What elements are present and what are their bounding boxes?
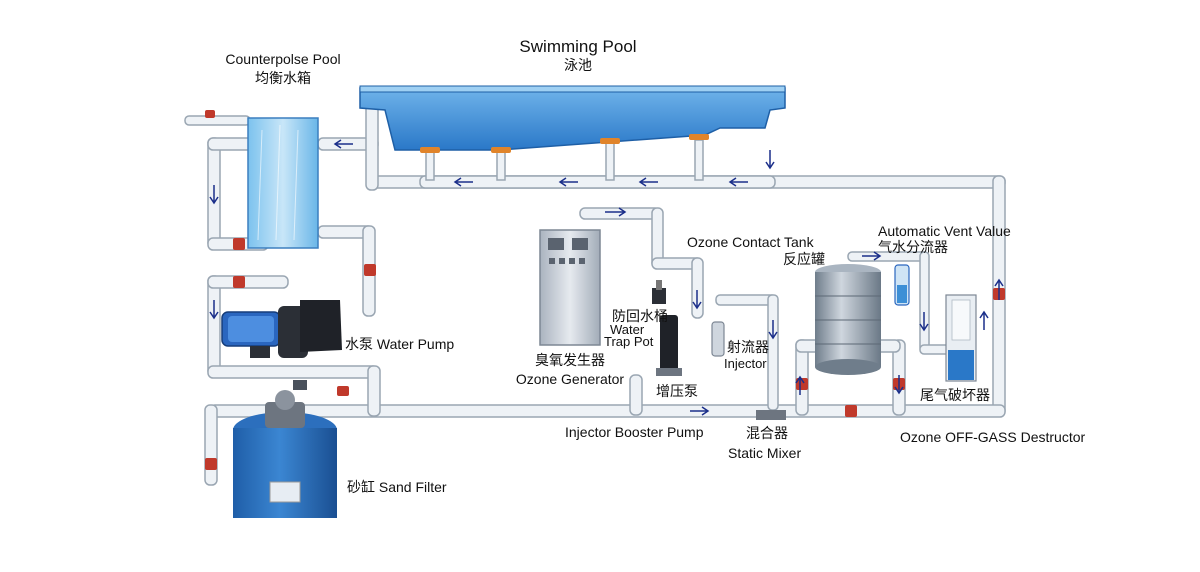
pipe bbox=[629, 374, 643, 416]
water-trap-pot bbox=[652, 280, 666, 304]
arrow bbox=[558, 177, 578, 187]
sand-filter-label: 砂缸 Sand Filter bbox=[347, 479, 447, 495]
destructor-label-en: Ozone OFF-GASS Destructor bbox=[900, 429, 1085, 445]
valve bbox=[364, 264, 376, 276]
arrow bbox=[862, 251, 882, 261]
pipe bbox=[767, 294, 779, 411]
ozone-generator-label-en: Ozone Generator bbox=[516, 371, 625, 387]
arrow bbox=[638, 177, 658, 187]
pipe bbox=[715, 294, 777, 306]
automatic-vent bbox=[894, 264, 910, 306]
destructor-label-cn: 尾气破坏器 bbox=[920, 387, 990, 403]
injector-label-cn: 射流器 bbox=[727, 339, 769, 355]
pipe bbox=[207, 275, 221, 377]
pipe bbox=[605, 139, 615, 181]
static-mixer-label-cn: 混合器 bbox=[746, 425, 788, 441]
valve bbox=[845, 405, 857, 417]
pipe bbox=[207, 365, 379, 379]
arrow bbox=[765, 150, 775, 170]
contact-tank-label-cn: 反应罐 bbox=[783, 251, 825, 267]
counterpoise-pool bbox=[247, 117, 319, 249]
arrow bbox=[209, 300, 219, 320]
arrow bbox=[453, 177, 473, 187]
booster-pump-label-cn: 增压泵 bbox=[656, 383, 698, 399]
water-pump bbox=[221, 300, 342, 358]
swimming-pool-label-cn: 泳池 bbox=[564, 57, 592, 73]
valve bbox=[337, 386, 349, 396]
pipe bbox=[365, 99, 379, 191]
valve bbox=[233, 238, 245, 250]
valve bbox=[205, 458, 217, 470]
arrow bbox=[690, 406, 710, 416]
flow-arrows bbox=[209, 139, 1004, 416]
water-trap-label-cn: 防回水桶 bbox=[612, 308, 668, 324]
counterpoise-label-en: Counterpolse Pool bbox=[225, 51, 340, 67]
arrow bbox=[919, 312, 929, 332]
water-trap-label-en1: Water bbox=[610, 322, 645, 337]
valves bbox=[205, 110, 1005, 470]
ozone-generator bbox=[539, 229, 601, 346]
ozone-generator-label-cn: 臭氧发生器 bbox=[535, 352, 605, 368]
arrow bbox=[692, 290, 702, 310]
injector-label-en: Injector bbox=[724, 356, 767, 371]
pipe bbox=[204, 404, 218, 486]
pipe bbox=[496, 149, 506, 181]
arrow bbox=[979, 310, 989, 330]
pipe bbox=[691, 257, 704, 319]
ozone-offgas-destructor bbox=[945, 294, 977, 382]
contact-tank-label-en: Ozone Contact Tank bbox=[687, 234, 815, 250]
pipe bbox=[919, 251, 930, 353]
vent-label-en: Automatic Vent Value bbox=[878, 223, 1011, 239]
pipe bbox=[425, 149, 435, 181]
arrow bbox=[209, 185, 219, 205]
labels: Swimming Pool 泳池 Counterpolse Pool 均衡水箱 … bbox=[225, 37, 1085, 495]
booster-pump-label-en: Injector Booster Pump bbox=[565, 424, 704, 440]
injector-booster-pump bbox=[656, 315, 682, 376]
swimming-pool-label-en: Swimming Pool bbox=[519, 37, 636, 56]
injector bbox=[711, 321, 725, 357]
arrow bbox=[894, 375, 904, 395]
pipe bbox=[209, 404, 1006, 418]
arrow bbox=[605, 207, 627, 217]
pipe bbox=[367, 365, 381, 417]
water-trap-label-en2: Trap Pot bbox=[604, 334, 654, 349]
arrow bbox=[994, 278, 1004, 300]
swimming-pool bbox=[359, 85, 786, 153]
arrow bbox=[728, 177, 748, 187]
pipe bbox=[184, 115, 251, 126]
valve bbox=[205, 110, 215, 118]
pipe bbox=[694, 139, 704, 181]
arrow bbox=[768, 320, 778, 340]
valve bbox=[233, 276, 245, 288]
pipe bbox=[579, 207, 661, 220]
static-mixer-label-en: Static Mixer bbox=[728, 445, 801, 461]
water-pump-label: 水泵 Water Pump bbox=[345, 336, 454, 352]
arrow bbox=[333, 139, 353, 149]
counterpoise-label-cn: 均衡水箱 bbox=[255, 70, 311, 86]
ozone-contact-tank bbox=[815, 264, 881, 375]
vent-label-cn: 气水分流器 bbox=[878, 239, 948, 255]
pipe bbox=[419, 175, 776, 189]
sand-filter bbox=[233, 380, 337, 518]
static-mixer bbox=[756, 410, 786, 420]
arrow bbox=[795, 375, 805, 395]
pipe bbox=[207, 275, 289, 289]
valve bbox=[796, 378, 808, 390]
